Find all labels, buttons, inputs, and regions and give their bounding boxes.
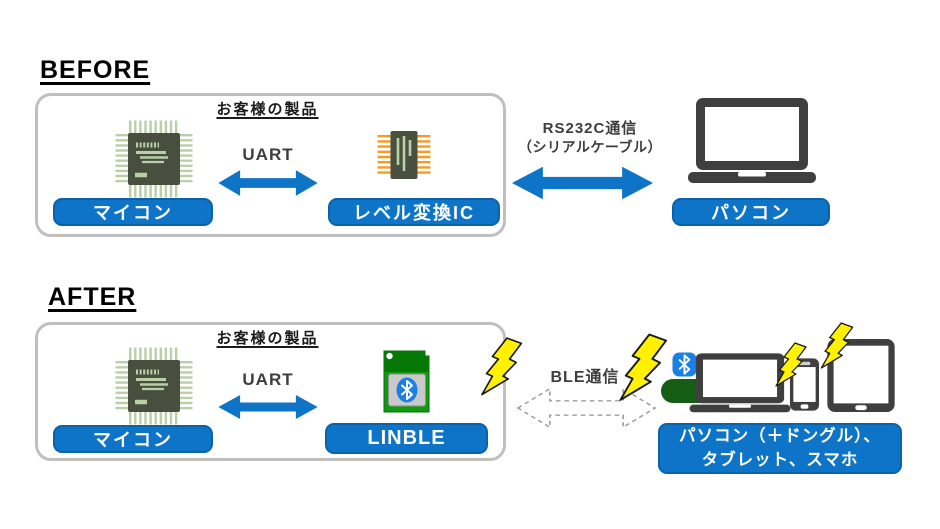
after-devices-label: パソコン（＋ドングル）、 タブレット、スマホ: [658, 423, 902, 474]
bluetooth-icon: [672, 352, 697, 377]
laptop-icon: [688, 98, 816, 183]
rs232c-link-line2: （シリアルケーブル）: [517, 139, 663, 155]
before-uart-label: UART: [242, 145, 294, 164]
rs232c-link-label: RS232C通信 （シリアルケーブル）: [500, 117, 680, 156]
after-module-label: LINBLE: [325, 423, 488, 454]
ble-dashed-arrow-icon: [516, 387, 657, 429]
microcontroller-icon: [115, 347, 193, 425]
linble-module-icon: [383, 350, 430, 413]
after-mcu-label: マイコン: [53, 425, 213, 453]
after-uart-label: UART: [242, 370, 294, 389]
rs232c-arrow-icon: [511, 166, 654, 200]
rs232c-link-line1: RS232C通信: [542, 120, 638, 137]
before-ic-label: レベル変換IC: [328, 198, 500, 226]
smartphone-icon: [789, 358, 820, 411]
lightning-bolt-icon: [775, 342, 807, 387]
ble-link-label: BLE通信: [550, 369, 620, 386]
before-heading: BEFORE: [40, 56, 151, 84]
before-mcu-label: マイコン: [53, 198, 213, 226]
level-converter-ic-icon: [377, 131, 431, 179]
before-pc-label: パソコン: [672, 198, 830, 226]
lightning-bolt-icon: [619, 333, 668, 401]
microcontroller-icon: [115, 120, 193, 198]
after-heading: AFTER: [48, 283, 137, 311]
uart-arrow-icon: [218, 395, 318, 419]
lightning-bolt-icon: [481, 337, 523, 396]
after-product-box-label: お客様の製品: [216, 330, 319, 347]
before-product-box-label: お客様の製品: [216, 101, 319, 118]
after-devices-label-line1: パソコン（＋ドングル）、: [679, 427, 881, 446]
uart-arrow-icon: [218, 170, 318, 196]
after-devices-label-line2: タブレット、スマホ: [701, 450, 859, 469]
laptop-icon: [689, 353, 791, 413]
lightning-bolt-icon: [820, 322, 854, 369]
